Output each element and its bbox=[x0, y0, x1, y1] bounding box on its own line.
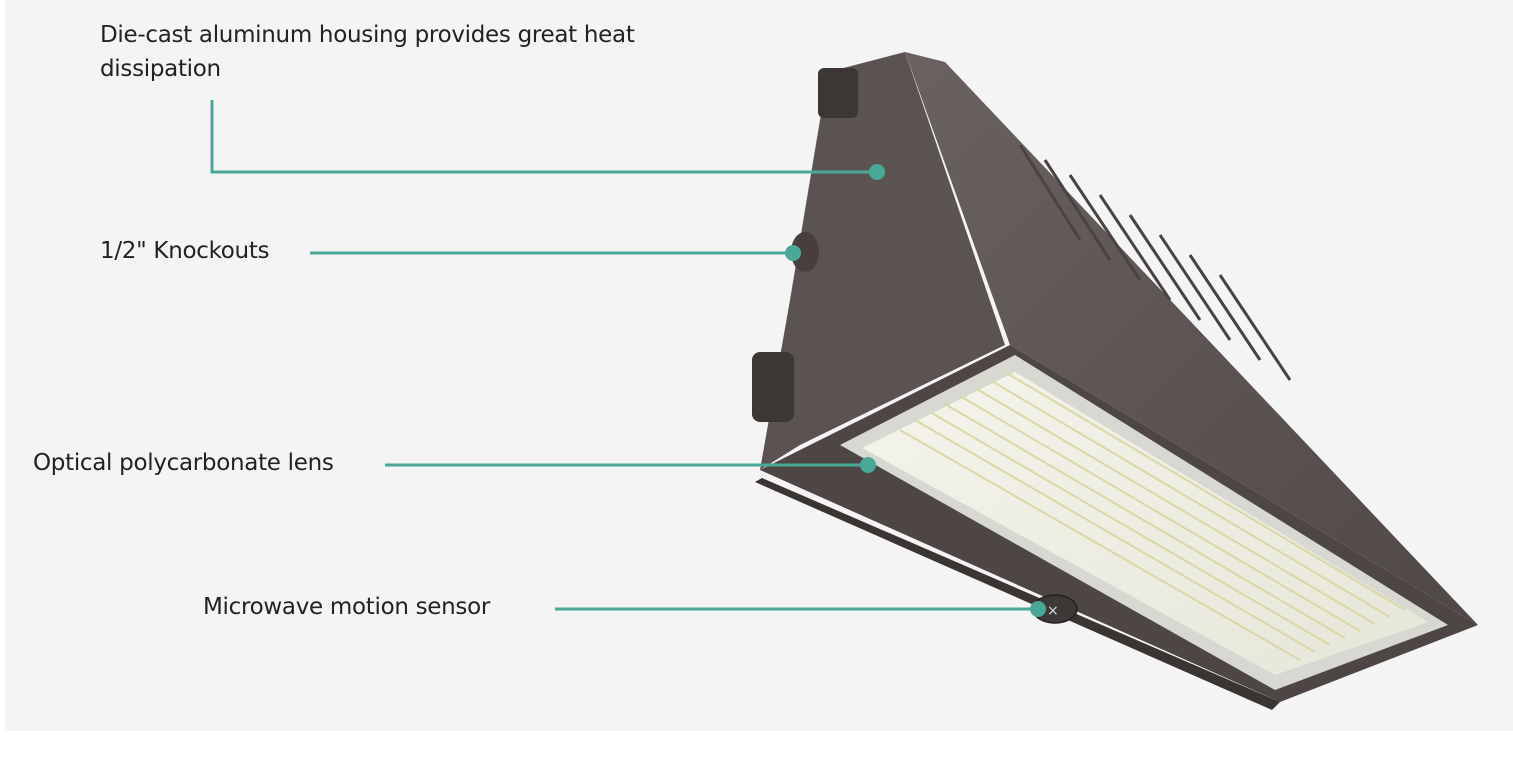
housing-callout-label: Die-cast aluminum housing provides great… bbox=[100, 22, 635, 82]
svg-text:×: × bbox=[1047, 603, 1059, 619]
knockouts-callout-label: 1/2" Knockouts bbox=[100, 238, 270, 264]
lens-marker-dot bbox=[860, 457, 876, 473]
callout-leaders bbox=[210, 100, 1038, 611]
sensor-callout-label: Microwave motion sensor bbox=[203, 594, 491, 620]
polycarbonate-lens bbox=[840, 355, 1448, 690]
sensor-marker-dot bbox=[1030, 601, 1046, 617]
housing-leader-line bbox=[210, 100, 877, 174]
lens-callout-label: Optical polycarbonate lens bbox=[33, 450, 334, 476]
mounting-brackets bbox=[752, 68, 858, 422]
knockout-plug bbox=[791, 232, 819, 272]
knockouts-marker-dot bbox=[785, 245, 801, 261]
housing-marker-dot bbox=[869, 164, 885, 180]
